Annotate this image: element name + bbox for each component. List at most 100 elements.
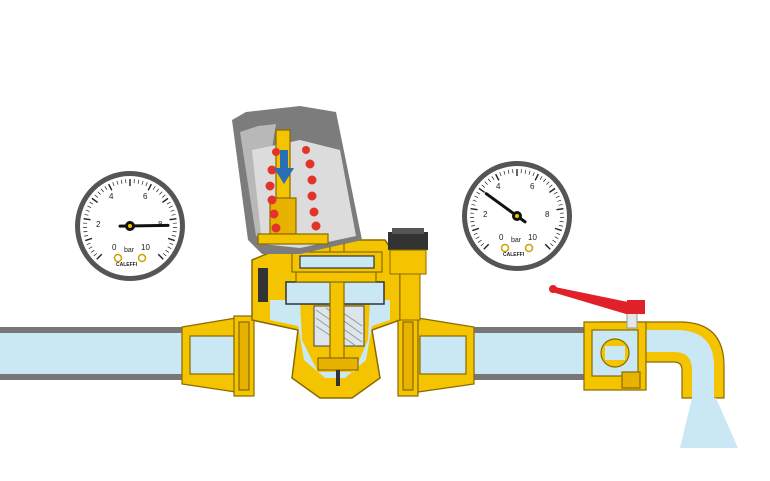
gauge-tick-mark	[507, 169, 510, 174]
gauge-tick-mark	[473, 232, 478, 235]
gauge-tick-mark	[532, 172, 535, 177]
inlet-gauge-port	[258, 268, 268, 302]
gauge-unit: bar	[124, 247, 135, 254]
gauge-tick-mark	[472, 199, 477, 202]
gauge-tick-mark	[83, 217, 91, 221]
gauge-tick-mark	[108, 183, 113, 191]
outlet-pressure-gauge: 0 2 4 6 8 10 bar CALEFFI	[462, 161, 572, 271]
gauge-tick-mark	[171, 235, 176, 237]
gauge-tick-mark	[96, 253, 103, 260]
gauge-tick-mark	[161, 197, 169, 204]
gauge-tick-mark	[484, 181, 488, 185]
gauge-tick-mark	[552, 239, 557, 243]
gauge-brand: CALEFFI	[116, 262, 138, 268]
outlet-union-fitting	[397, 315, 475, 397]
gauge-tick-mark	[543, 178, 547, 183]
gauge-tick-mark	[549, 243, 554, 247]
gauge-tick-mark	[87, 205, 92, 209]
gauge-tick-mark	[471, 203, 476, 206]
gauge-tick-mark	[528, 170, 531, 175]
gauge-tick-mark	[549, 184, 553, 188]
gauge-tick-mark	[145, 182, 148, 187]
gauge-tick-mark	[116, 180, 119, 185]
gauge-tick-mark	[478, 187, 486, 194]
gauge-tick-2: 2	[483, 210, 488, 219]
gauge-tick-mark	[556, 232, 561, 235]
gauge-tick-mark	[169, 217, 177, 221]
gauge-tick-mark	[170, 209, 175, 212]
gauge-tick-mark	[112, 182, 115, 187]
gauge-tick-mark	[162, 194, 166, 198]
gauge-tick-mark	[481, 184, 485, 188]
gauge-tick-mark	[168, 205, 173, 209]
gauge-tick-mark	[554, 236, 559, 239]
ball-valve	[583, 321, 647, 391]
gauge-tick-mark	[544, 243, 551, 250]
outlet-gauge-port	[388, 228, 428, 321]
gauge-tick-mark	[166, 201, 171, 205]
gauge-tick-mark	[159, 191, 163, 195]
gauge-tick-mark	[167, 246, 172, 249]
gauge-tick-mark	[156, 188, 160, 193]
gauge-tick-mark	[475, 236, 480, 239]
gauge-tick-mark	[487, 178, 491, 183]
gauge-tick-10: 10	[141, 243, 150, 252]
gauge-tick-4: 4	[496, 182, 501, 191]
gauge-tick-10: 10	[528, 233, 537, 242]
gauge-tick-mark	[120, 179, 123, 184]
gauge-tick-mark	[499, 172, 502, 177]
gauge-tick-mark	[83, 231, 88, 233]
gauge-tick-mark	[557, 199, 562, 202]
gauge-tick-mark	[472, 227, 480, 232]
gauge-tick-mark	[483, 243, 490, 250]
valve-handle	[549, 285, 645, 329]
gauge-tick-mark	[495, 173, 500, 181]
gauge-tick-mark	[94, 194, 98, 198]
spring	[265, 146, 321, 233]
gauge-tick-mark	[553, 191, 558, 195]
valve-stem	[291, 239, 383, 386]
gauge-tick-mark	[97, 191, 101, 195]
inlet-union-fitting	[181, 315, 255, 397]
gauge-tick-mark	[556, 207, 564, 211]
bonnet-cap	[232, 106, 362, 254]
gauge-tick-6: 6	[143, 192, 148, 201]
gauge-tick-mark	[141, 180, 144, 185]
gauge-tick-mark	[474, 195, 479, 199]
gauge-tick-2: 2	[96, 220, 101, 229]
gauge-tick-mark	[539, 176, 543, 180]
gauge-tick-mark	[85, 209, 90, 212]
inlet-pressure-gauge: 0 2 4 6 8 10 bar CALEFFI	[75, 171, 185, 281]
gauge-tick-mark	[558, 225, 563, 227]
gauge-tick-mark	[559, 221, 564, 223]
gauge-tick-mark	[477, 239, 482, 243]
gauge-tick-mark	[548, 187, 556, 194]
gauge-tick-mark	[470, 207, 478, 211]
gauge-tick-mark	[165, 249, 170, 253]
gauge-tick-0: 0	[112, 243, 117, 252]
gauge-brand: CALEFFI	[503, 252, 525, 258]
gauge-tick-mark	[534, 173, 539, 181]
gauge-tick-mark	[172, 231, 177, 233]
gauge-tick-mark	[470, 221, 475, 223]
gauge-tick-mark	[471, 225, 476, 227]
gauge-tick-mark	[162, 253, 167, 257]
gauge-tick-8: 8	[545, 210, 550, 219]
adjustment-arrow-icon	[274, 150, 294, 184]
gauge-tick-mark	[84, 213, 89, 216]
gauge-tick-mark	[171, 213, 176, 216]
gauge-tick-mark	[555, 195, 560, 199]
gauge-tick-mark	[85, 237, 93, 242]
gauge-tick-mark	[554, 227, 562, 232]
gauge-tick-mark	[503, 170, 506, 175]
gauge-tick-6: 6	[530, 182, 535, 191]
gauge-tick-mark	[84, 235, 89, 237]
gauge-tick-mark	[88, 246, 93, 249]
gauge-tick-4: 4	[109, 192, 114, 201]
gauge-tick-mark	[100, 188, 104, 193]
gauge-tick-mark	[157, 253, 164, 260]
gauge-tick-mark	[558, 203, 563, 206]
gauge-tick-mark	[476, 191, 481, 195]
gauge-tick-mark	[546, 181, 550, 185]
